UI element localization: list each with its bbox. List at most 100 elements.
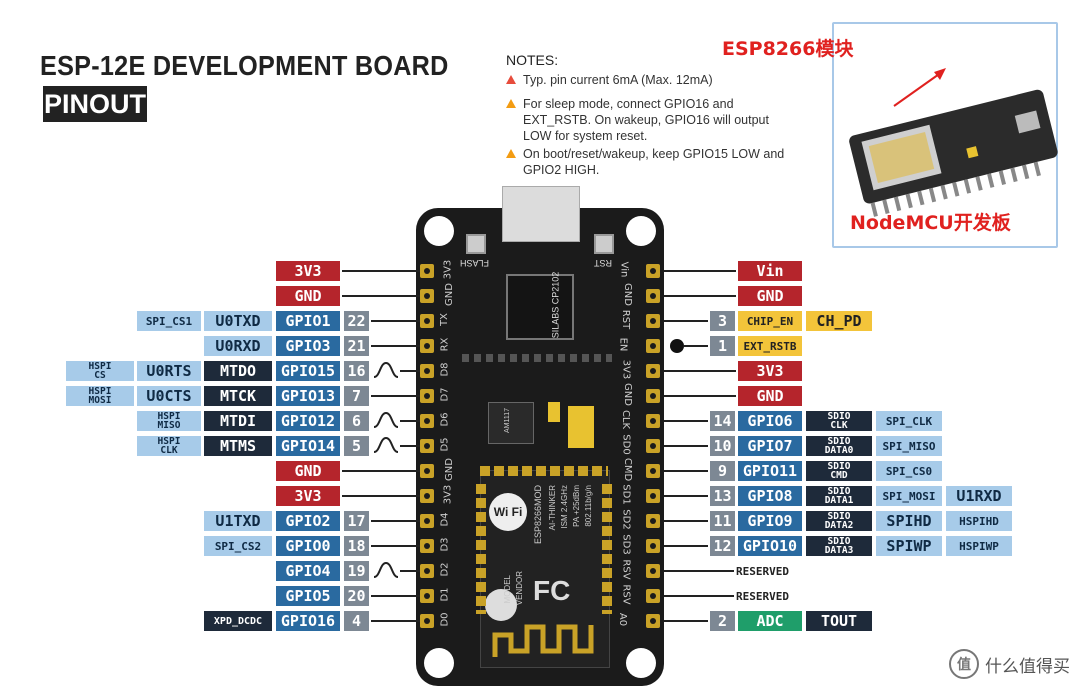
function-label: MTDI bbox=[204, 411, 272, 431]
gpio-label: GPIO13 bbox=[276, 386, 340, 406]
pin-wire bbox=[342, 295, 420, 297]
pin-wire bbox=[664, 620, 708, 622]
chip-label: SILABS CP2102 bbox=[550, 271, 561, 339]
board-pin-label-right: CMD bbox=[622, 457, 634, 482]
gpio-label: GPIO11 bbox=[738, 461, 802, 481]
pin-number: 19 bbox=[344, 561, 369, 581]
flash-button[interactable] bbox=[466, 234, 486, 254]
board-pin-label-left: GND bbox=[443, 458, 455, 481]
pin-wire bbox=[664, 570, 734, 572]
mount-hole bbox=[626, 216, 656, 246]
reset-button[interactable] bbox=[594, 234, 614, 254]
pin-wire bbox=[664, 445, 708, 447]
header-pin-left bbox=[420, 414, 434, 428]
power-label: GND bbox=[276, 286, 340, 306]
board-pin-label-left: D7 bbox=[439, 387, 451, 402]
mount-hole bbox=[424, 216, 454, 246]
gpio-label: GPIO3 bbox=[276, 336, 340, 356]
pin-wire bbox=[664, 495, 708, 497]
function-label: MTDO bbox=[204, 361, 272, 381]
gpio-label: GPIO0 bbox=[276, 536, 340, 556]
power-label: Vin bbox=[738, 261, 802, 281]
module-pads bbox=[476, 484, 486, 614]
module-line: 802.11b/g/n bbox=[584, 485, 593, 527]
pin-wire bbox=[371, 595, 420, 597]
pin-wire bbox=[371, 620, 420, 622]
header-pin-left bbox=[420, 389, 434, 403]
warning-icon bbox=[506, 75, 516, 84]
nodemcu-photo: ESP8266模块 NodeMCU开发板 bbox=[722, 22, 1058, 248]
note-1-text: Typ. pin current 6mA (Max. 12mA) bbox=[523, 73, 713, 87]
header-pin-right bbox=[646, 264, 660, 278]
header-pin-right bbox=[646, 364, 660, 378]
module-text: AI-THINKER bbox=[547, 485, 558, 530]
pin-number: 11 bbox=[710, 511, 735, 531]
board-pin-label-left: GND bbox=[443, 283, 455, 306]
board-label: NodeMCU开发板 bbox=[850, 212, 1011, 234]
rst-label: RST bbox=[594, 258, 612, 268]
pin-number: 18 bbox=[344, 536, 369, 556]
board-pin-label-right: RST bbox=[620, 309, 632, 330]
cp2102-chip: SILABS CP2102 bbox=[506, 271, 574, 340]
warning-icon bbox=[506, 149, 516, 158]
board-pin-label-left: D3 bbox=[439, 537, 451, 552]
pin-wire bbox=[400, 445, 420, 447]
capacitor bbox=[548, 402, 560, 422]
power-label: GND bbox=[738, 286, 802, 306]
function-label: U0TXD bbox=[204, 311, 272, 331]
function-label: U0RTS bbox=[137, 361, 201, 381]
pin-wire bbox=[664, 370, 736, 372]
pin-number: 9 bbox=[710, 461, 735, 481]
module-text: PA +25dBm bbox=[571, 485, 582, 527]
pin-number: 20 bbox=[344, 586, 369, 606]
power-label: GND bbox=[738, 386, 802, 406]
function-label: MTCK bbox=[204, 386, 272, 406]
pin-number: 13 bbox=[710, 486, 735, 506]
function-label: SPI_MOSI bbox=[876, 486, 942, 506]
pinout-badge: PINOUT bbox=[43, 86, 147, 122]
pin-wire bbox=[400, 370, 420, 372]
board-pin-label-left: D5 bbox=[439, 437, 451, 452]
gpio-label: GPIO12 bbox=[276, 411, 340, 431]
page-title: ESP-12E DEVELOPMENT BOARD bbox=[40, 50, 449, 81]
header-pin-left bbox=[420, 439, 434, 453]
module-line: PA +25dBm bbox=[572, 485, 581, 527]
header-pin-left bbox=[420, 314, 434, 328]
pwm-icon bbox=[373, 561, 399, 578]
board-pin-label-right: GND bbox=[621, 283, 633, 306]
pin-wire bbox=[664, 270, 736, 272]
header-pin-left bbox=[420, 614, 434, 628]
board-pin-label-left: 3V3 bbox=[442, 259, 454, 280]
pin-wire bbox=[371, 395, 420, 397]
gpio-label: GPIO10 bbox=[738, 536, 802, 556]
pin-number: 2 bbox=[710, 611, 735, 631]
pin-number: 16 bbox=[344, 361, 369, 381]
pin-wire bbox=[664, 395, 736, 397]
pin-number: 5 bbox=[344, 436, 369, 456]
pin-wire bbox=[664, 420, 708, 422]
header-pin-right bbox=[646, 564, 660, 578]
pin-wire bbox=[664, 295, 736, 297]
pin-number: 3 bbox=[710, 311, 735, 331]
board-pin-label-left: D1 bbox=[439, 587, 451, 602]
pin-number: 1 bbox=[710, 336, 735, 356]
nodemcu-board-image bbox=[849, 68, 1058, 217]
header-pin-right bbox=[646, 614, 660, 628]
pin-wire bbox=[400, 420, 420, 422]
pin-wire bbox=[342, 470, 420, 472]
wifi-logo: Wi Fi bbox=[489, 493, 527, 531]
header-pin-right bbox=[646, 589, 660, 603]
pin-wire bbox=[371, 520, 420, 522]
module-label: ESP8266模块 bbox=[722, 38, 854, 60]
reg-label: AM1117 bbox=[504, 407, 512, 434]
gpio-label: GPIO5 bbox=[276, 586, 340, 606]
gpio-label: GPIO9 bbox=[738, 511, 802, 531]
fcc-logo: FC bbox=[533, 575, 571, 606]
header-pin-right bbox=[646, 414, 660, 428]
header-pin-right bbox=[646, 514, 660, 528]
